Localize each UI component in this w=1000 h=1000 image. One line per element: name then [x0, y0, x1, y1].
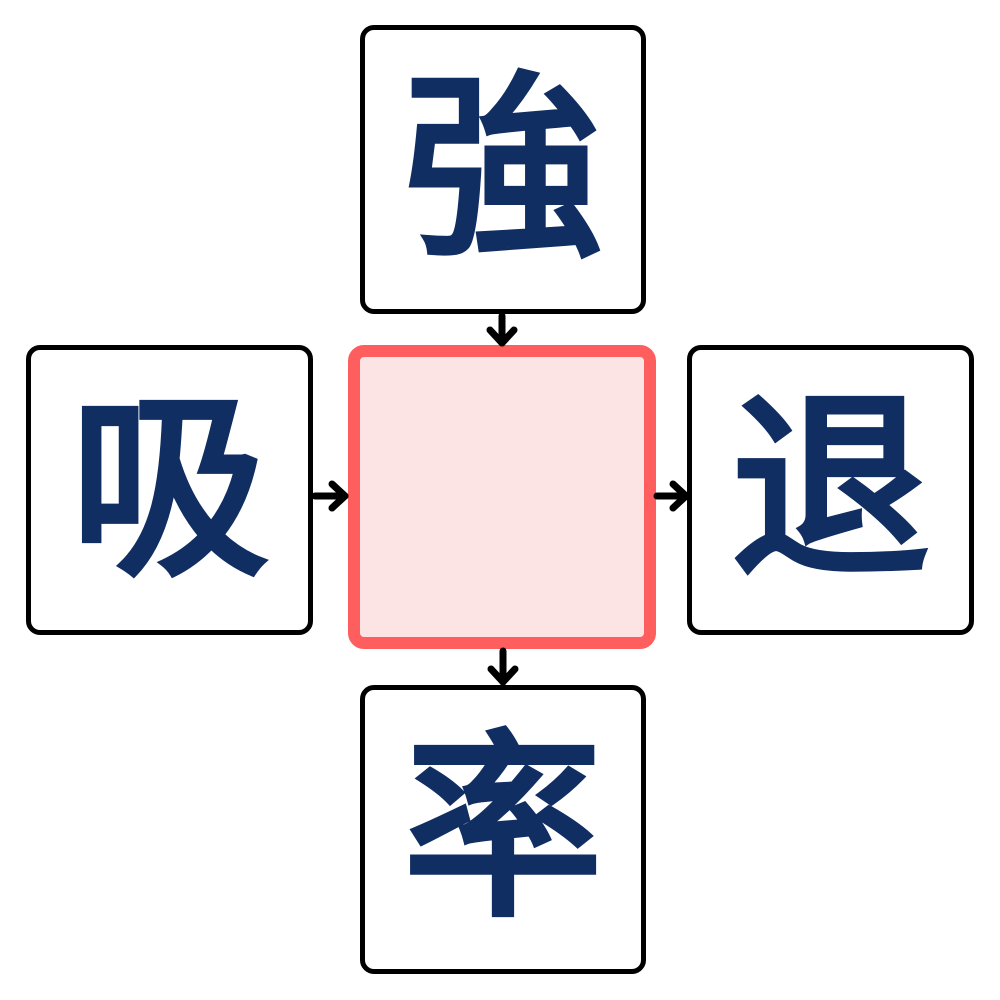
answer-blank-box[interactable]	[348, 345, 656, 649]
right-kanji-box: 退	[687, 345, 974, 635]
right-kanji: 退	[730, 373, 931, 606]
arrow-down-icon	[487, 647, 519, 686]
arrow-down-icon	[486, 312, 518, 347]
arrow-right-icon	[311, 480, 349, 512]
bottom-kanji: 率	[402, 712, 603, 946]
left-kanji-box: 吸	[26, 345, 313, 635]
top-kanji-box: 強	[360, 25, 646, 314]
top-kanji: 強	[402, 52, 603, 286]
bottom-kanji-box: 率	[360, 685, 646, 974]
left-kanji: 吸	[69, 373, 270, 606]
arrow-right-icon	[653, 480, 690, 512]
